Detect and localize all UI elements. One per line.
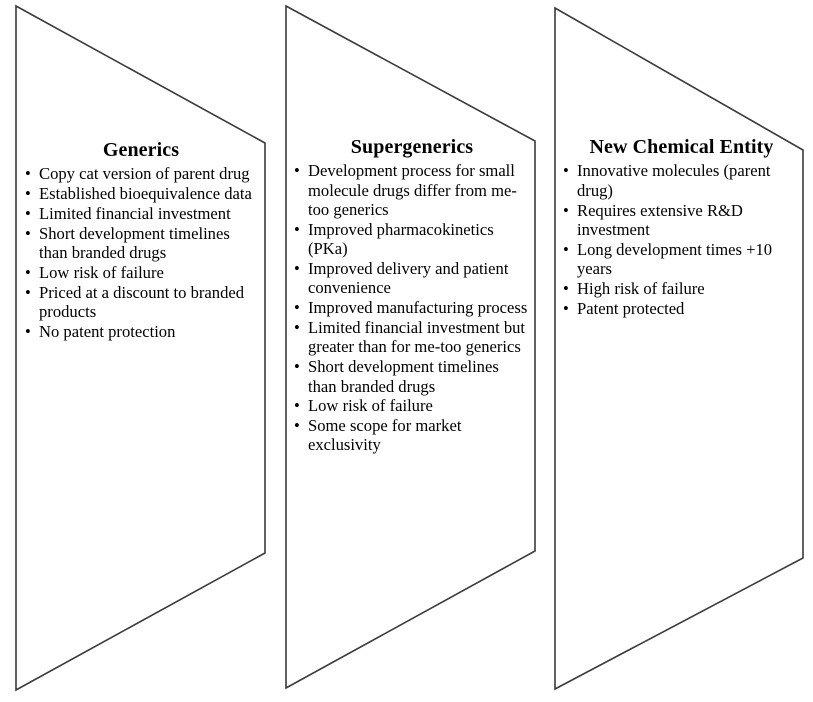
list-item-text: No patent protection — [39, 322, 176, 342]
list-item: • Copy cat version of parent drug — [25, 164, 257, 183]
bullet-icon: • — [563, 161, 569, 181]
list-item: • Limited financial investment but great… — [294, 318, 530, 357]
bullet-list-generics: • Copy cat version of parent drug • Esta… — [25, 164, 257, 341]
list-item: • Limited financial investment — [25, 204, 257, 223]
list-item-text: Improved delivery and patient convenienc… — [308, 259, 509, 298]
bullet-icon: • — [294, 259, 300, 279]
list-item-text: High risk of failure — [577, 278, 705, 298]
bullet-icon: • — [294, 298, 300, 318]
bullet-icon: • — [294, 396, 300, 416]
bullet-icon: • — [563, 278, 569, 298]
list-item: • Patent protected — [563, 299, 800, 318]
list-item: • Innovative molecules (parent drug) — [563, 161, 800, 200]
list-item-text: Low risk of failure — [39, 263, 164, 283]
list-item: • Development process for small molecule… — [294, 161, 530, 219]
list-item: • Improved pharmacokinetics (PKa) — [294, 220, 530, 259]
list-item-text: Low risk of failure — [308, 396, 433, 416]
list-item-text: Development process for small molecule d… — [308, 161, 517, 220]
list-item: • Low risk of failure — [25, 263, 257, 282]
bullet-icon: • — [563, 298, 569, 318]
list-item-text: Limited financial investment but greater… — [308, 318, 526, 357]
list-item: • Short development timelines than brand… — [25, 224, 257, 263]
panel-supergenerics: Supergenerics • Development process for … — [294, 136, 530, 455]
list-item: • Low risk of failure — [294, 396, 530, 415]
list-item: • Established bioequivalence data — [25, 184, 257, 203]
list-item-text: Improved manufacturing process — [308, 298, 528, 318]
list-item-text: Priced at a discount to branded products — [39, 282, 245, 322]
list-item: • High risk of failure — [563, 279, 800, 298]
list-item: • Improved manufacturing process — [294, 298, 530, 317]
bullet-icon: • — [294, 416, 300, 436]
list-item: • Some scope for market exclusivity — [294, 416, 530, 455]
list-item: • Improved delivery and patient convenie… — [294, 259, 530, 298]
bullet-icon: • — [25, 282, 31, 302]
bullet-icon: • — [25, 223, 31, 243]
list-item: • No patent protection — [25, 322, 257, 341]
bullet-icon: • — [294, 219, 300, 239]
list-item-text: Requires extensive R&D investment — [577, 200, 743, 239]
list-item-text: Short development timelines than branded… — [308, 357, 499, 396]
panel-shape-generics — [15, 4, 266, 692]
bullet-icon: • — [563, 200, 569, 220]
panel-title-generics: Generics — [102, 139, 180, 161]
list-item-text: Patent protected — [577, 298, 685, 318]
list-item-text: Copy cat version of parent drug — [39, 164, 250, 184]
list-item-text: Limited financial investment — [39, 204, 231, 224]
bullet-icon: • — [25, 263, 31, 283]
list-item: • Priced at a discount to branded produc… — [25, 283, 257, 322]
list-item: • Requires extensive R&D investment — [563, 201, 800, 240]
list-item-text: Innovative molecules (parent drug) — [577, 161, 771, 200]
list-item-text: Established bioequivalence data — [39, 184, 252, 204]
list-item-text: Improved pharmacokinetics (PKa) — [308, 219, 494, 259]
bullet-icon: • — [294, 161, 300, 181]
panel-new-chemical-entity: New Chemical Entity • Innovative molecul… — [563, 136, 800, 319]
bullet-icon: • — [294, 318, 300, 338]
panel-generics: Generics • Copy cat version of parent dr… — [25, 139, 257, 342]
list-item: • Short development timelines than brand… — [294, 357, 530, 396]
panel-title-new-chemical-entity: New Chemical Entity — [589, 136, 774, 158]
panel-title-supergenerics: Supergenerics — [350, 136, 474, 158]
panel-shape-supergenerics — [285, 4, 536, 690]
list-item: • Long development times +10 years — [563, 240, 800, 279]
bullet-list-supergenerics: • Development process for small molecule… — [294, 161, 530, 454]
bullet-icon: • — [25, 322, 31, 342]
panel-shape-new-chemical-entity — [554, 6, 804, 691]
bullet-list-new-chemical-entity: • Innovative molecules (parent drug) • R… — [563, 161, 800, 318]
list-item-text: Short development timelines than branded… — [39, 223, 230, 263]
list-item-text: Long development times +10 years — [577, 239, 773, 279]
bullet-icon: • — [25, 184, 31, 204]
bullet-icon: • — [25, 204, 31, 224]
bullet-icon: • — [294, 357, 300, 377]
bullet-icon: • — [563, 239, 569, 259]
bullet-icon: • — [25, 164, 31, 184]
list-item-text: Some scope for market exclusivity — [308, 416, 462, 455]
